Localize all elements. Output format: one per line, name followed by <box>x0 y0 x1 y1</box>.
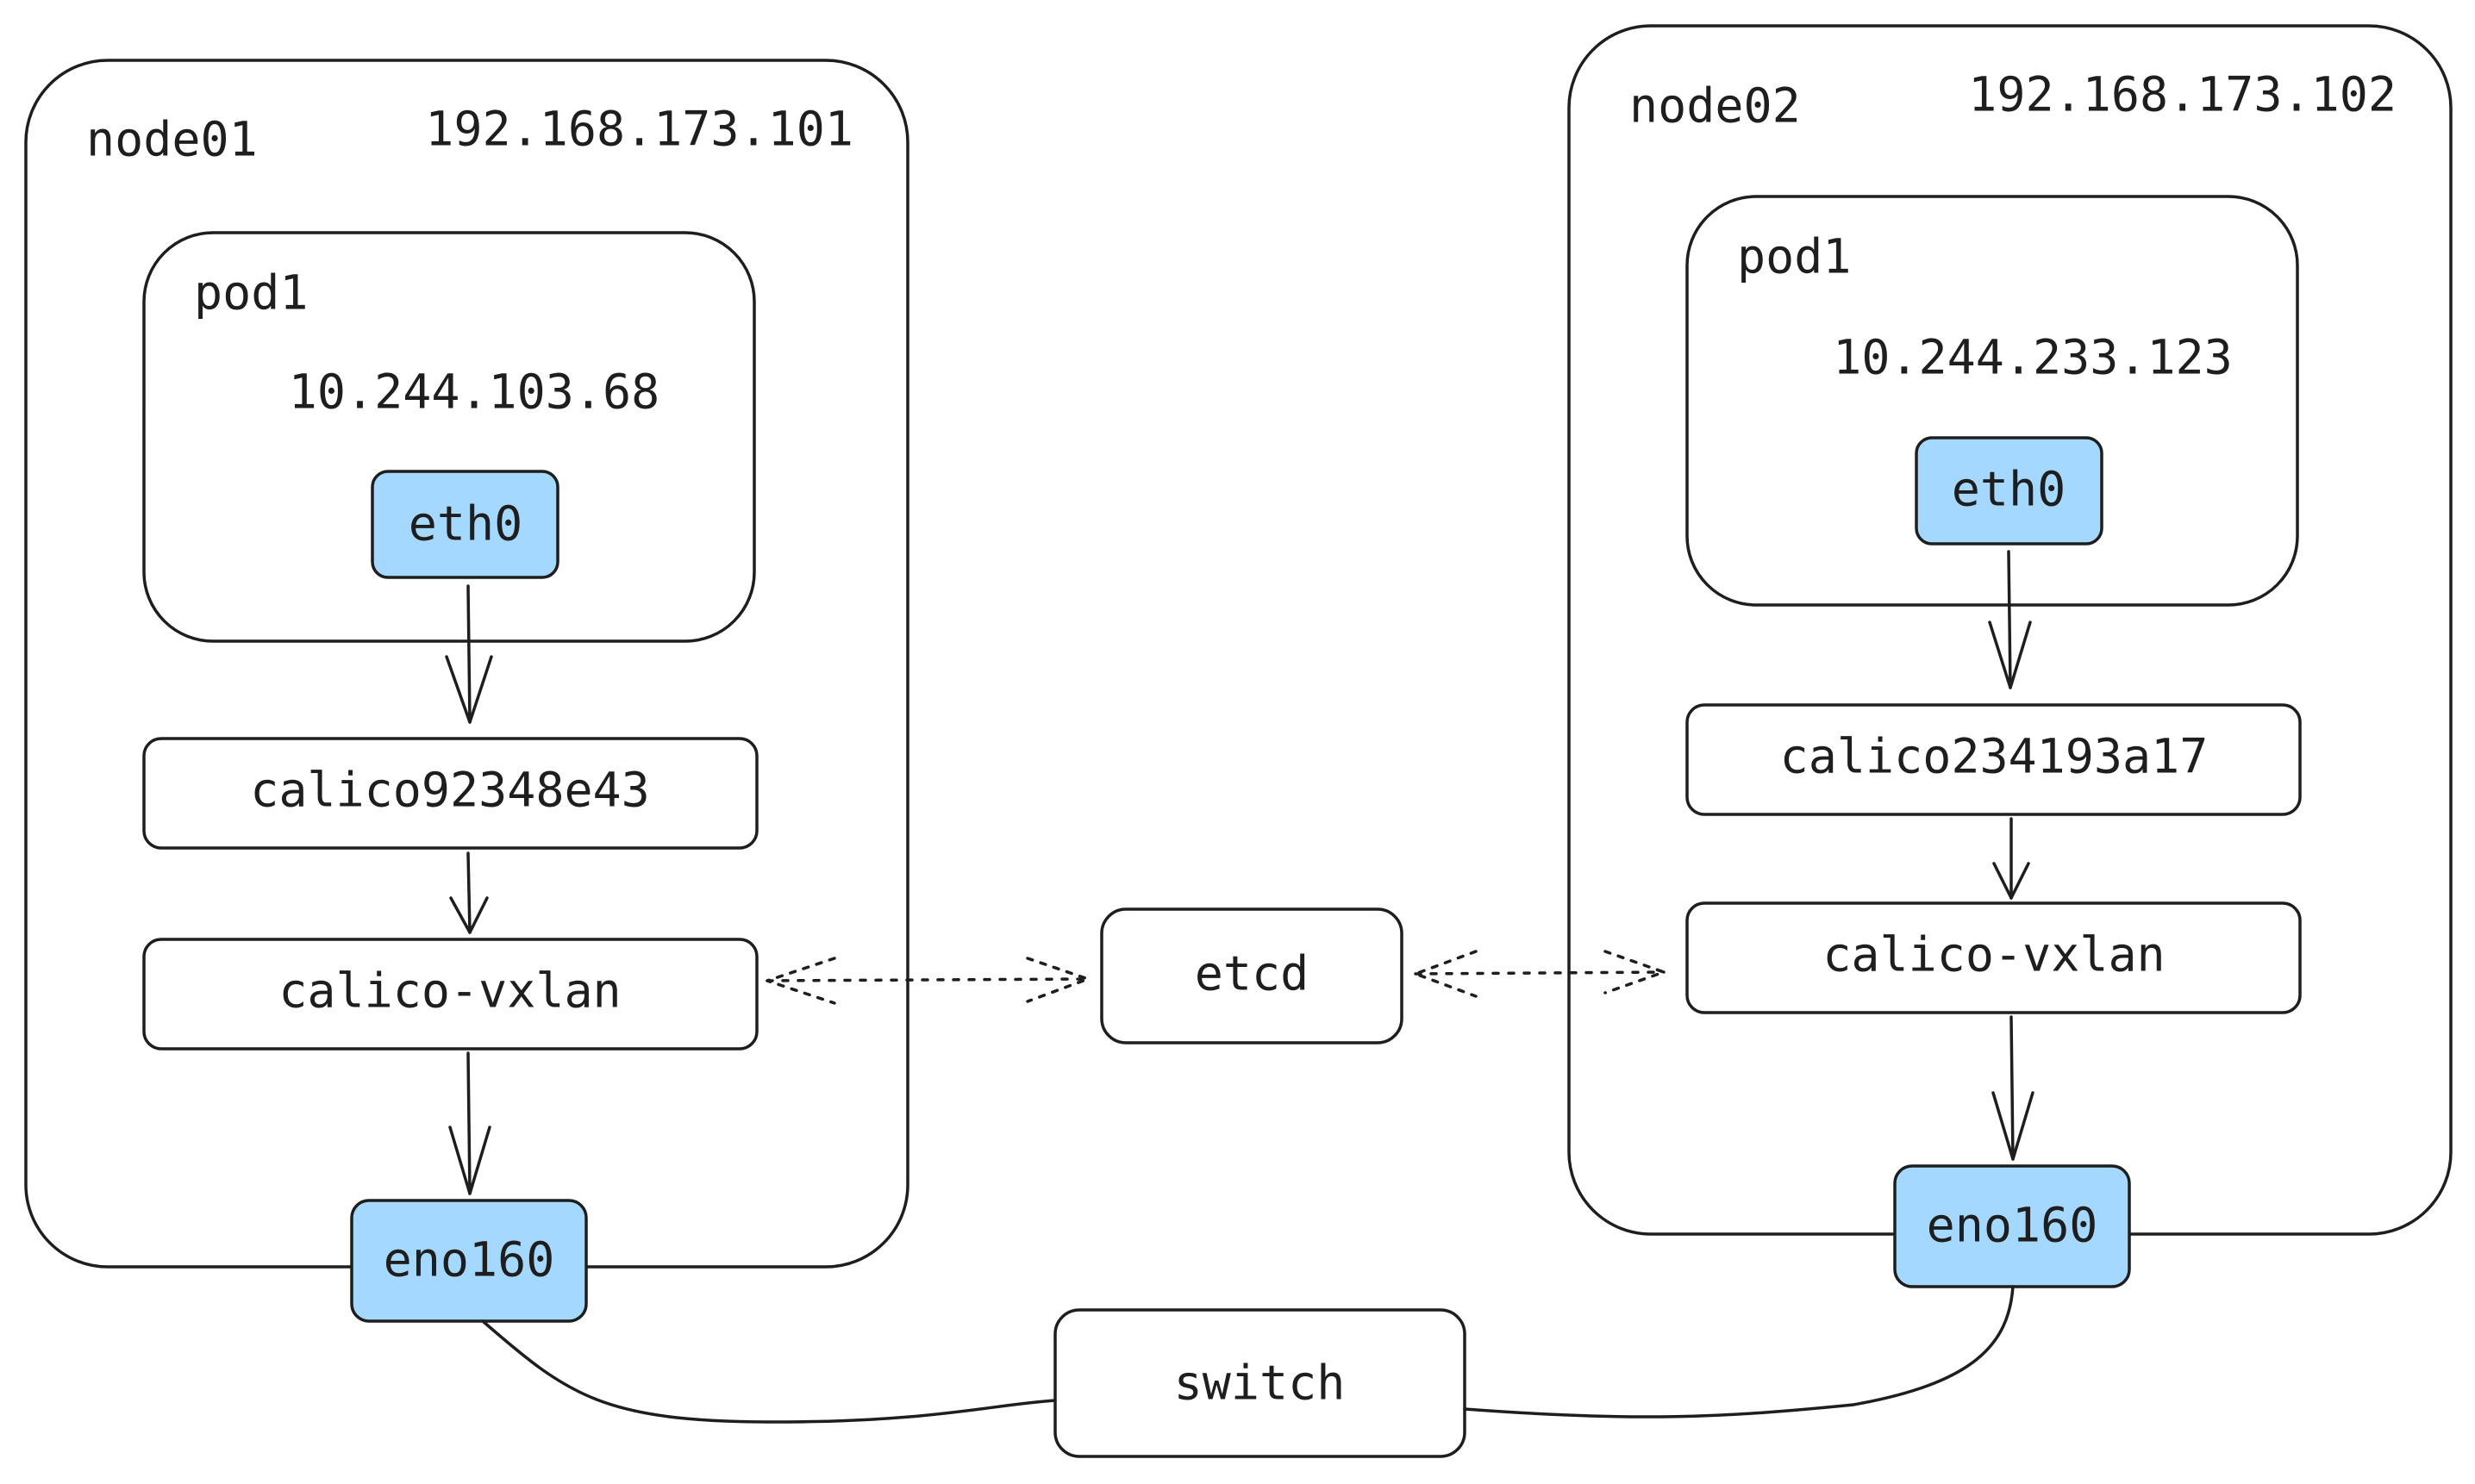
node02-pod-label: pod1 <box>1737 228 1852 284</box>
node02-pod-box <box>1685 195 2299 607</box>
node02-name: node02 <box>1629 78 1801 134</box>
arrowhead-node01-side <box>766 957 836 1005</box>
dotted-link-etcd-node02 <box>1414 970 1666 976</box>
node01-box <box>24 59 909 1269</box>
arrowhead-vxlan-to-nic-node01 <box>448 1125 491 1195</box>
node01-pod-label: pod1 <box>194 265 309 321</box>
switch-label: switch <box>1173 1355 1346 1411</box>
arrow-vxlan-to-nic-node01 <box>466 1051 472 1195</box>
etcd-links <box>766 970 1666 982</box>
node01-ip: 192.168.173.101 <box>425 101 853 157</box>
etcd-box <box>1100 907 1403 1044</box>
link-node01-to-switch <box>481 1319 1057 1424</box>
node01-vxlan-box <box>142 938 759 1051</box>
node01-vxlan-label: calico-vxlan <box>278 963 622 1019</box>
node01-eth0-label: eth0 <box>408 496 523 552</box>
node02-veth-box <box>1685 703 2302 816</box>
arrow-eth0-to-veth-node02 <box>2007 550 2012 689</box>
arrowhead-veth-to-vxlan-node01 <box>449 896 489 934</box>
link-switch-to-node02 <box>1463 1285 2015 1419</box>
node02-eth0-box <box>1915 436 2103 546</box>
etcd-label: etcd <box>1194 945 1309 1001</box>
arrow-veth-to-vxlan-node01 <box>466 851 472 934</box>
arrowhead-veth-to-vxlan-node02 <box>1992 862 2030 900</box>
node01-pod-ip: 10.244.103.68 <box>288 364 660 420</box>
arrow-eth0-to-veth-node01 <box>466 584 472 724</box>
arrowhead-eth0-to-veth-node02 <box>1988 620 2032 689</box>
dotted-link-node01-etcd <box>766 977 1090 982</box>
node02-eno160-label: eno160 <box>1926 1197 2098 1253</box>
node02-pod-ip: 10.244.233.123 <box>1833 329 2233 385</box>
arrowhead-vxlan-to-nic-node02 <box>1991 1091 2034 1161</box>
node02-vxlan-label: calico-vxlan <box>1822 926 2166 982</box>
node01-eth0-box <box>371 470 559 579</box>
node02-veth-label: calico234193a17 <box>1779 728 2209 784</box>
node01-arrows <box>445 584 493 1195</box>
node02-eth0-label: eth0 <box>1951 461 2066 517</box>
node01-veth-box <box>142 737 759 850</box>
node02-ip: 192.168.173.102 <box>1968 66 2397 122</box>
arrow-vxlan-to-nic-node02 <box>2009 1015 2015 1161</box>
node01-veth-label: calico92348e43 <box>250 762 650 818</box>
arrowhead-eth0-to-veth-node01 <box>445 655 493 724</box>
node02-vxlan-box <box>1685 901 2302 1014</box>
etcd-link-heads <box>766 950 1666 1005</box>
node01-pod-box <box>142 231 756 643</box>
node02-arrows <box>1988 550 2034 1161</box>
node01-name: node01 <box>86 111 258 167</box>
switch-box <box>1053 1308 1466 1458</box>
node01-eno160-box <box>350 1199 588 1323</box>
node01-eno160-label: eno160 <box>383 1231 555 1288</box>
